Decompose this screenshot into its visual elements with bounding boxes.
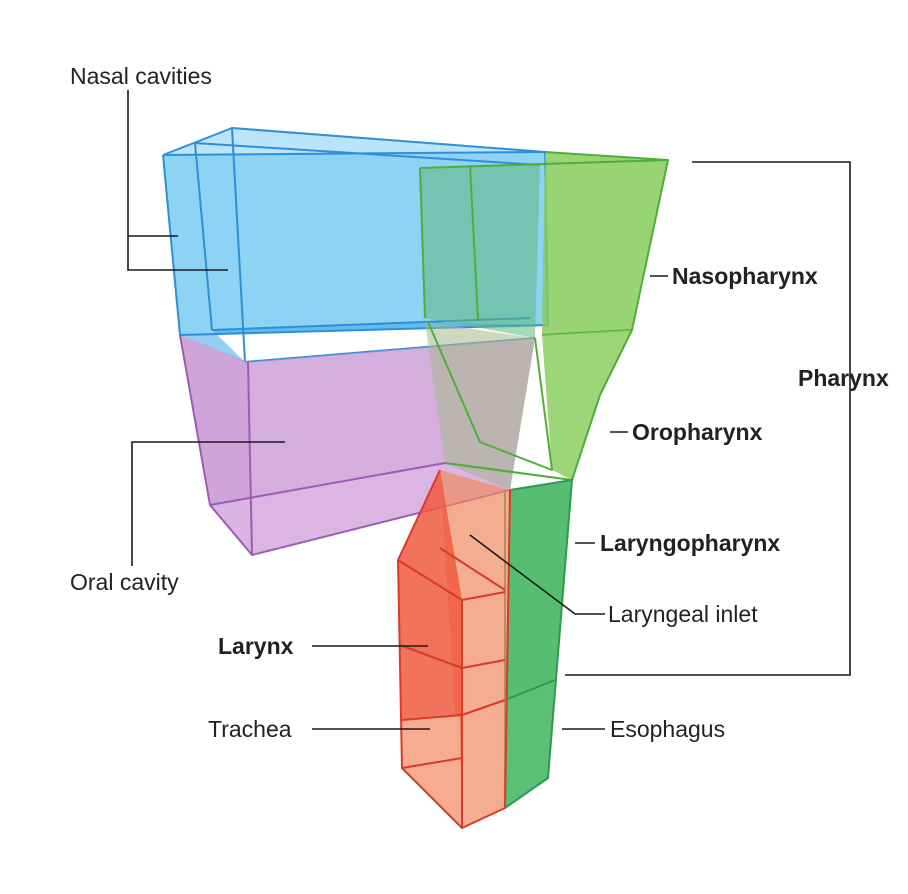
epiglottis-edge xyxy=(427,321,553,471)
larynx-outline xyxy=(397,469,511,829)
oral-cavity-outline xyxy=(179,334,511,556)
esophagus-boundary-edge xyxy=(504,679,556,701)
nasal-cavities-top-face xyxy=(163,128,545,155)
nasopharynx-label: Nasopharynx xyxy=(672,263,818,289)
pharynx-label: Pharynx xyxy=(798,365,889,391)
nasopharynx-top-edge xyxy=(419,159,669,169)
laryngopharynx-front-face xyxy=(505,480,572,700)
trachea-label: Trachea xyxy=(208,716,292,742)
nasal-cavities-label: Nasal cavities xyxy=(70,63,212,89)
oropharynx-floor-edge xyxy=(444,462,573,481)
leader-lines xyxy=(127,90,851,730)
oral-cavity-leader-line xyxy=(131,441,285,566)
larynx-upper-edge xyxy=(397,559,463,601)
oropharynx-region xyxy=(425,321,633,490)
nasopharynx-inner-face xyxy=(420,165,540,338)
trachea-top-back-edge xyxy=(461,699,506,716)
larynx-mid-edge xyxy=(399,644,463,669)
pharynx-bracket xyxy=(565,161,851,676)
larynx-mid-back-edge xyxy=(461,659,506,669)
oropharynx-inner-face xyxy=(425,322,535,490)
larynx-region xyxy=(397,469,511,829)
nasal-inner-edge xyxy=(231,127,246,363)
laryngopharynx-region xyxy=(504,479,573,809)
nasal-cavities-leader-line xyxy=(127,90,228,271)
laryngeal-inlet-edge xyxy=(439,547,506,591)
nasal-inner-top-edge xyxy=(194,142,541,166)
nasopharynx-front-face xyxy=(542,152,668,335)
laryngeal-inlet-leader-line xyxy=(469,534,605,615)
oropharynx-label: Oropharynx xyxy=(632,419,763,445)
larynx-upper-back-edge xyxy=(461,591,506,601)
trachea-lower-edge xyxy=(401,757,463,769)
nasopharynx-region xyxy=(419,151,669,338)
nasal-septum-line xyxy=(194,142,213,331)
larynx-label: Larynx xyxy=(218,633,294,659)
oropharynx-front-face xyxy=(542,330,632,480)
labels: Nasal cavities Nasopharynx Pharynx Oroph… xyxy=(70,63,889,742)
oral-cavity-back-edge xyxy=(209,462,446,506)
laryngopharynx-label: Laryngopharynx xyxy=(600,530,780,556)
oropharynx-outline xyxy=(571,329,633,481)
trachea-top-edge xyxy=(401,714,463,721)
laryngeal-inlet-label: Laryngeal inlet xyxy=(608,601,758,627)
trachea-front-face xyxy=(402,715,462,828)
esophagus-face xyxy=(505,680,555,808)
nasopharynx-back-edge xyxy=(419,167,426,319)
esophagus-label: Esophagus xyxy=(610,716,725,742)
nasopharynx-mid-edge xyxy=(469,164,479,321)
oral-cavity-front-edge xyxy=(247,361,253,556)
oral-cavity-label: Oral cavity xyxy=(70,569,179,595)
